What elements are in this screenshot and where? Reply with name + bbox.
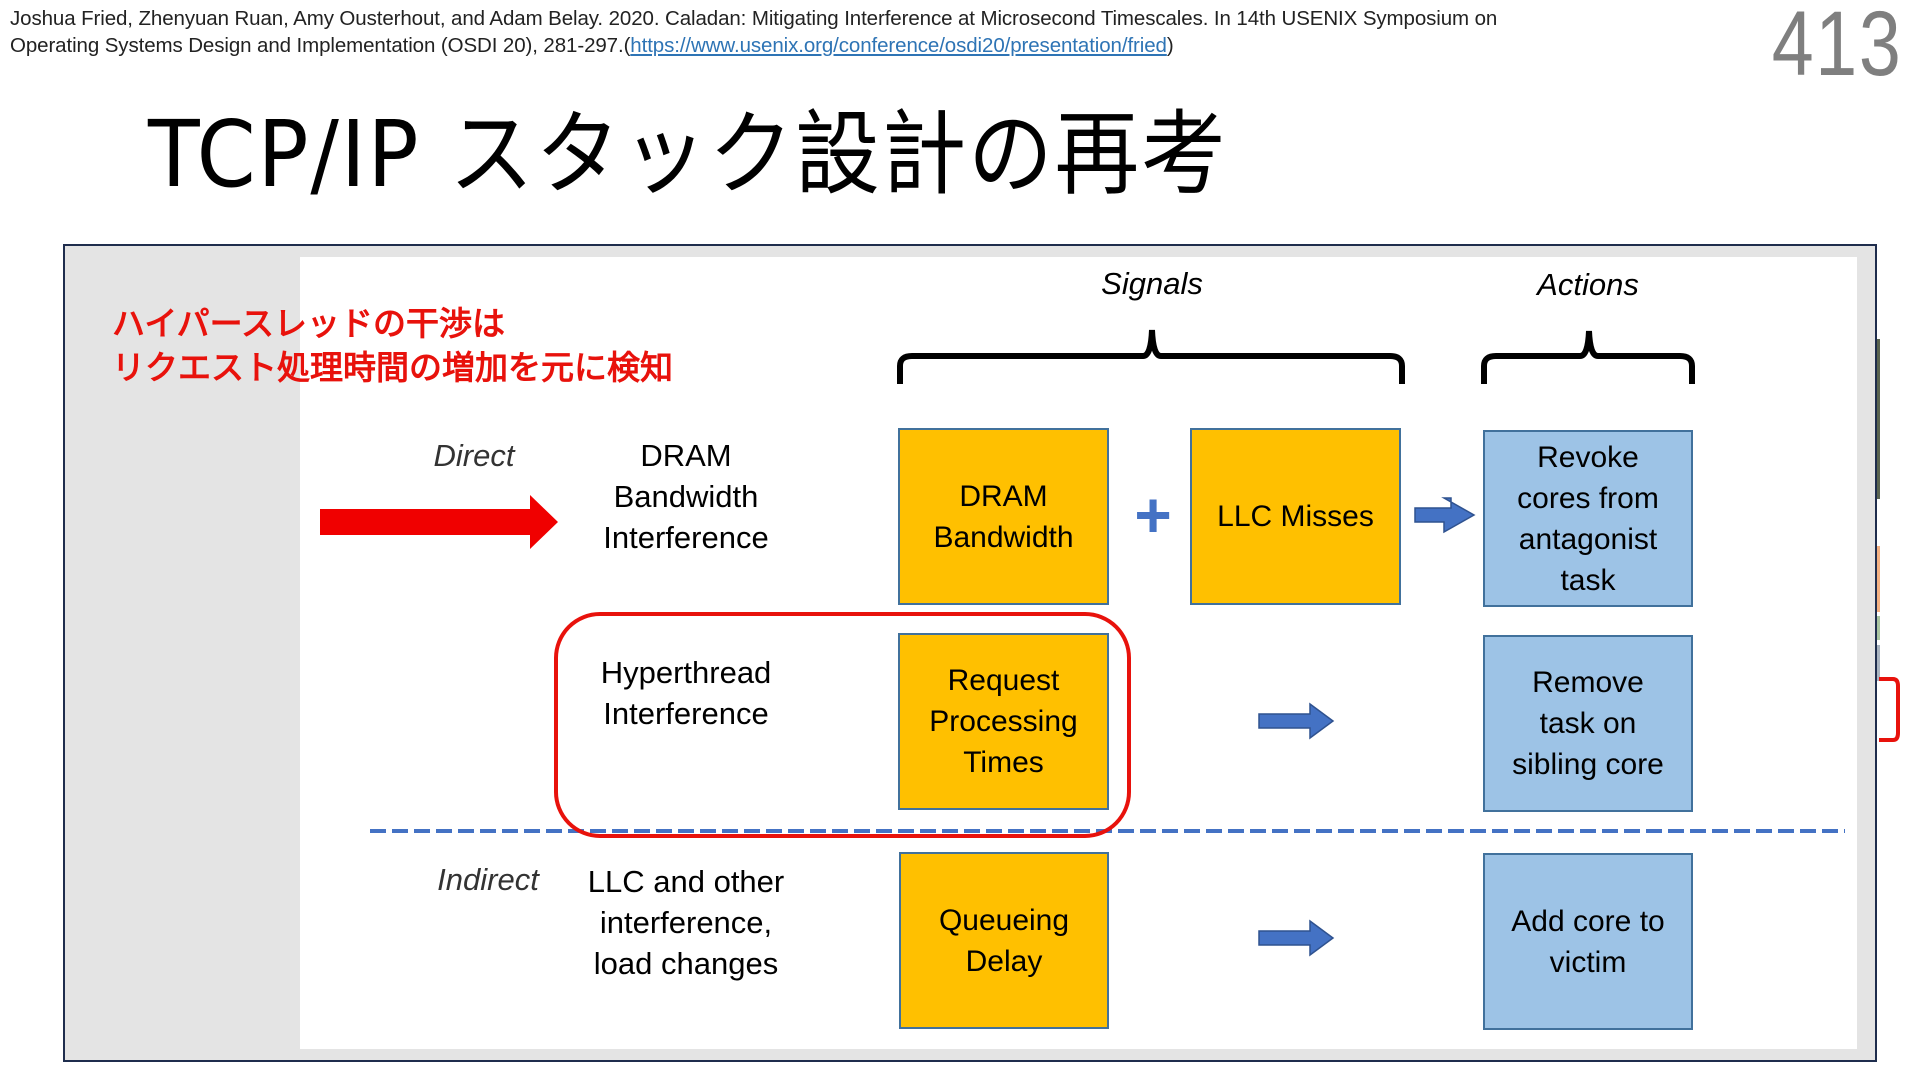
- signal-text: Processing: [929, 705, 1078, 738]
- action-text: Remove: [1532, 666, 1644, 699]
- interference-dram-line: DRAM: [640, 438, 732, 473]
- citation-line-1: Joshua Fried, Zhenyuan Ruan, Amy Ousterh…: [10, 7, 1498, 30]
- edge-mark-orange: [1877, 546, 1880, 612]
- citation-line-2: Operating Systems Design and Implementat…: [10, 32, 1710, 59]
- signal-text: Times: [963, 746, 1044, 779]
- action-box-add-core: Add core to victim: [1483, 853, 1693, 1030]
- interference-llc-line: interference,: [599, 905, 773, 940]
- arrow-icon-row3: [1258, 919, 1335, 957]
- signal-text: DRAM: [959, 479, 1048, 513]
- action-text: task: [1560, 563, 1616, 597]
- action-text: sibling core: [1512, 748, 1664, 781]
- arrow-icon-row1: [1414, 497, 1476, 534]
- signal-text: Delay: [965, 944, 1043, 978]
- edge-mark-green: [1877, 616, 1880, 640]
- actions-brace: [1481, 330, 1695, 384]
- signal-text: LLC Misses: [1217, 500, 1374, 533]
- citation-line-2-prefix: Operating Systems Design and Implementat…: [10, 34, 631, 57]
- edge-mark-slate: [1877, 645, 1880, 681]
- red-pointer-arrow: [320, 495, 558, 549]
- interference-llc-line: load changes: [593, 946, 779, 981]
- row-label-indirect: Indirect: [437, 862, 539, 897]
- action-text: antagonist: [1518, 522, 1658, 556]
- citation: Joshua Fried, Zhenyuan Ruan, Amy Ousterh…: [10, 5, 1710, 59]
- interference-llc-other: LLC and other interference, load changes: [588, 861, 784, 984]
- action-text: victim: [1549, 945, 1627, 979]
- signal-box-dram-bandwidth: DRAM Bandwidth: [898, 428, 1109, 605]
- action-box-revoke-cores: Revoke cores from antagonist task: [1483, 430, 1693, 607]
- action-box-remove-task: Remove task on sibling core: [1483, 635, 1693, 812]
- action-text: Add core to: [1511, 904, 1665, 938]
- slide-title: TCP/IP スタック設計の再考: [148, 101, 1228, 208]
- signal-box-llc-misses: LLC Misses: [1190, 428, 1401, 605]
- citation-line-2-suffix: ): [1166, 34, 1174, 57]
- action-text: task on: [1539, 707, 1637, 740]
- plus-icon: +: [1134, 479, 1172, 551]
- interference-dram: DRAM Bandwidth Interference: [603, 435, 768, 558]
- arrow-icon-row2: [1258, 702, 1335, 740]
- row-label-direct: Direct: [433, 438, 515, 473]
- signals-header: Signals: [1101, 266, 1203, 301]
- citation-link[interactable]: https://www.usenix.org/conference/osdi20…: [630, 34, 1167, 57]
- signals-brace: [897, 329, 1405, 384]
- interference-dram-line: Interference: [603, 520, 769, 555]
- actions-header: Actions: [1537, 267, 1639, 302]
- interference-hyperthread-line: Interference: [603, 696, 769, 731]
- interference-hyperthread-line: Hyperthread: [600, 655, 772, 690]
- interference-llc-line: LLC and other: [587, 864, 785, 899]
- action-text: cores from: [1517, 481, 1659, 515]
- hyperthread-highlight: [554, 612, 1131, 838]
- edge-red-bracket: [1879, 677, 1900, 742]
- edge-mark-gray: [1877, 339, 1880, 499]
- annotation-line-1: ハイパースレッドの干渉は: [112, 304, 506, 343]
- interference-dram-line: Bandwidth: [613, 479, 759, 514]
- signal-text: Request: [947, 664, 1060, 697]
- interference-hyperthread: Hyperthread Interference: [601, 652, 772, 734]
- action-text: Revoke: [1537, 440, 1639, 474]
- signal-text: Bandwidth: [933, 520, 1074, 554]
- page-number: 413: [1771, 0, 1902, 95]
- annotation-line-2: リクエスト処理時間の増加を元に検知: [112, 348, 673, 387]
- signal-text: Queueing: [938, 903, 1070, 937]
